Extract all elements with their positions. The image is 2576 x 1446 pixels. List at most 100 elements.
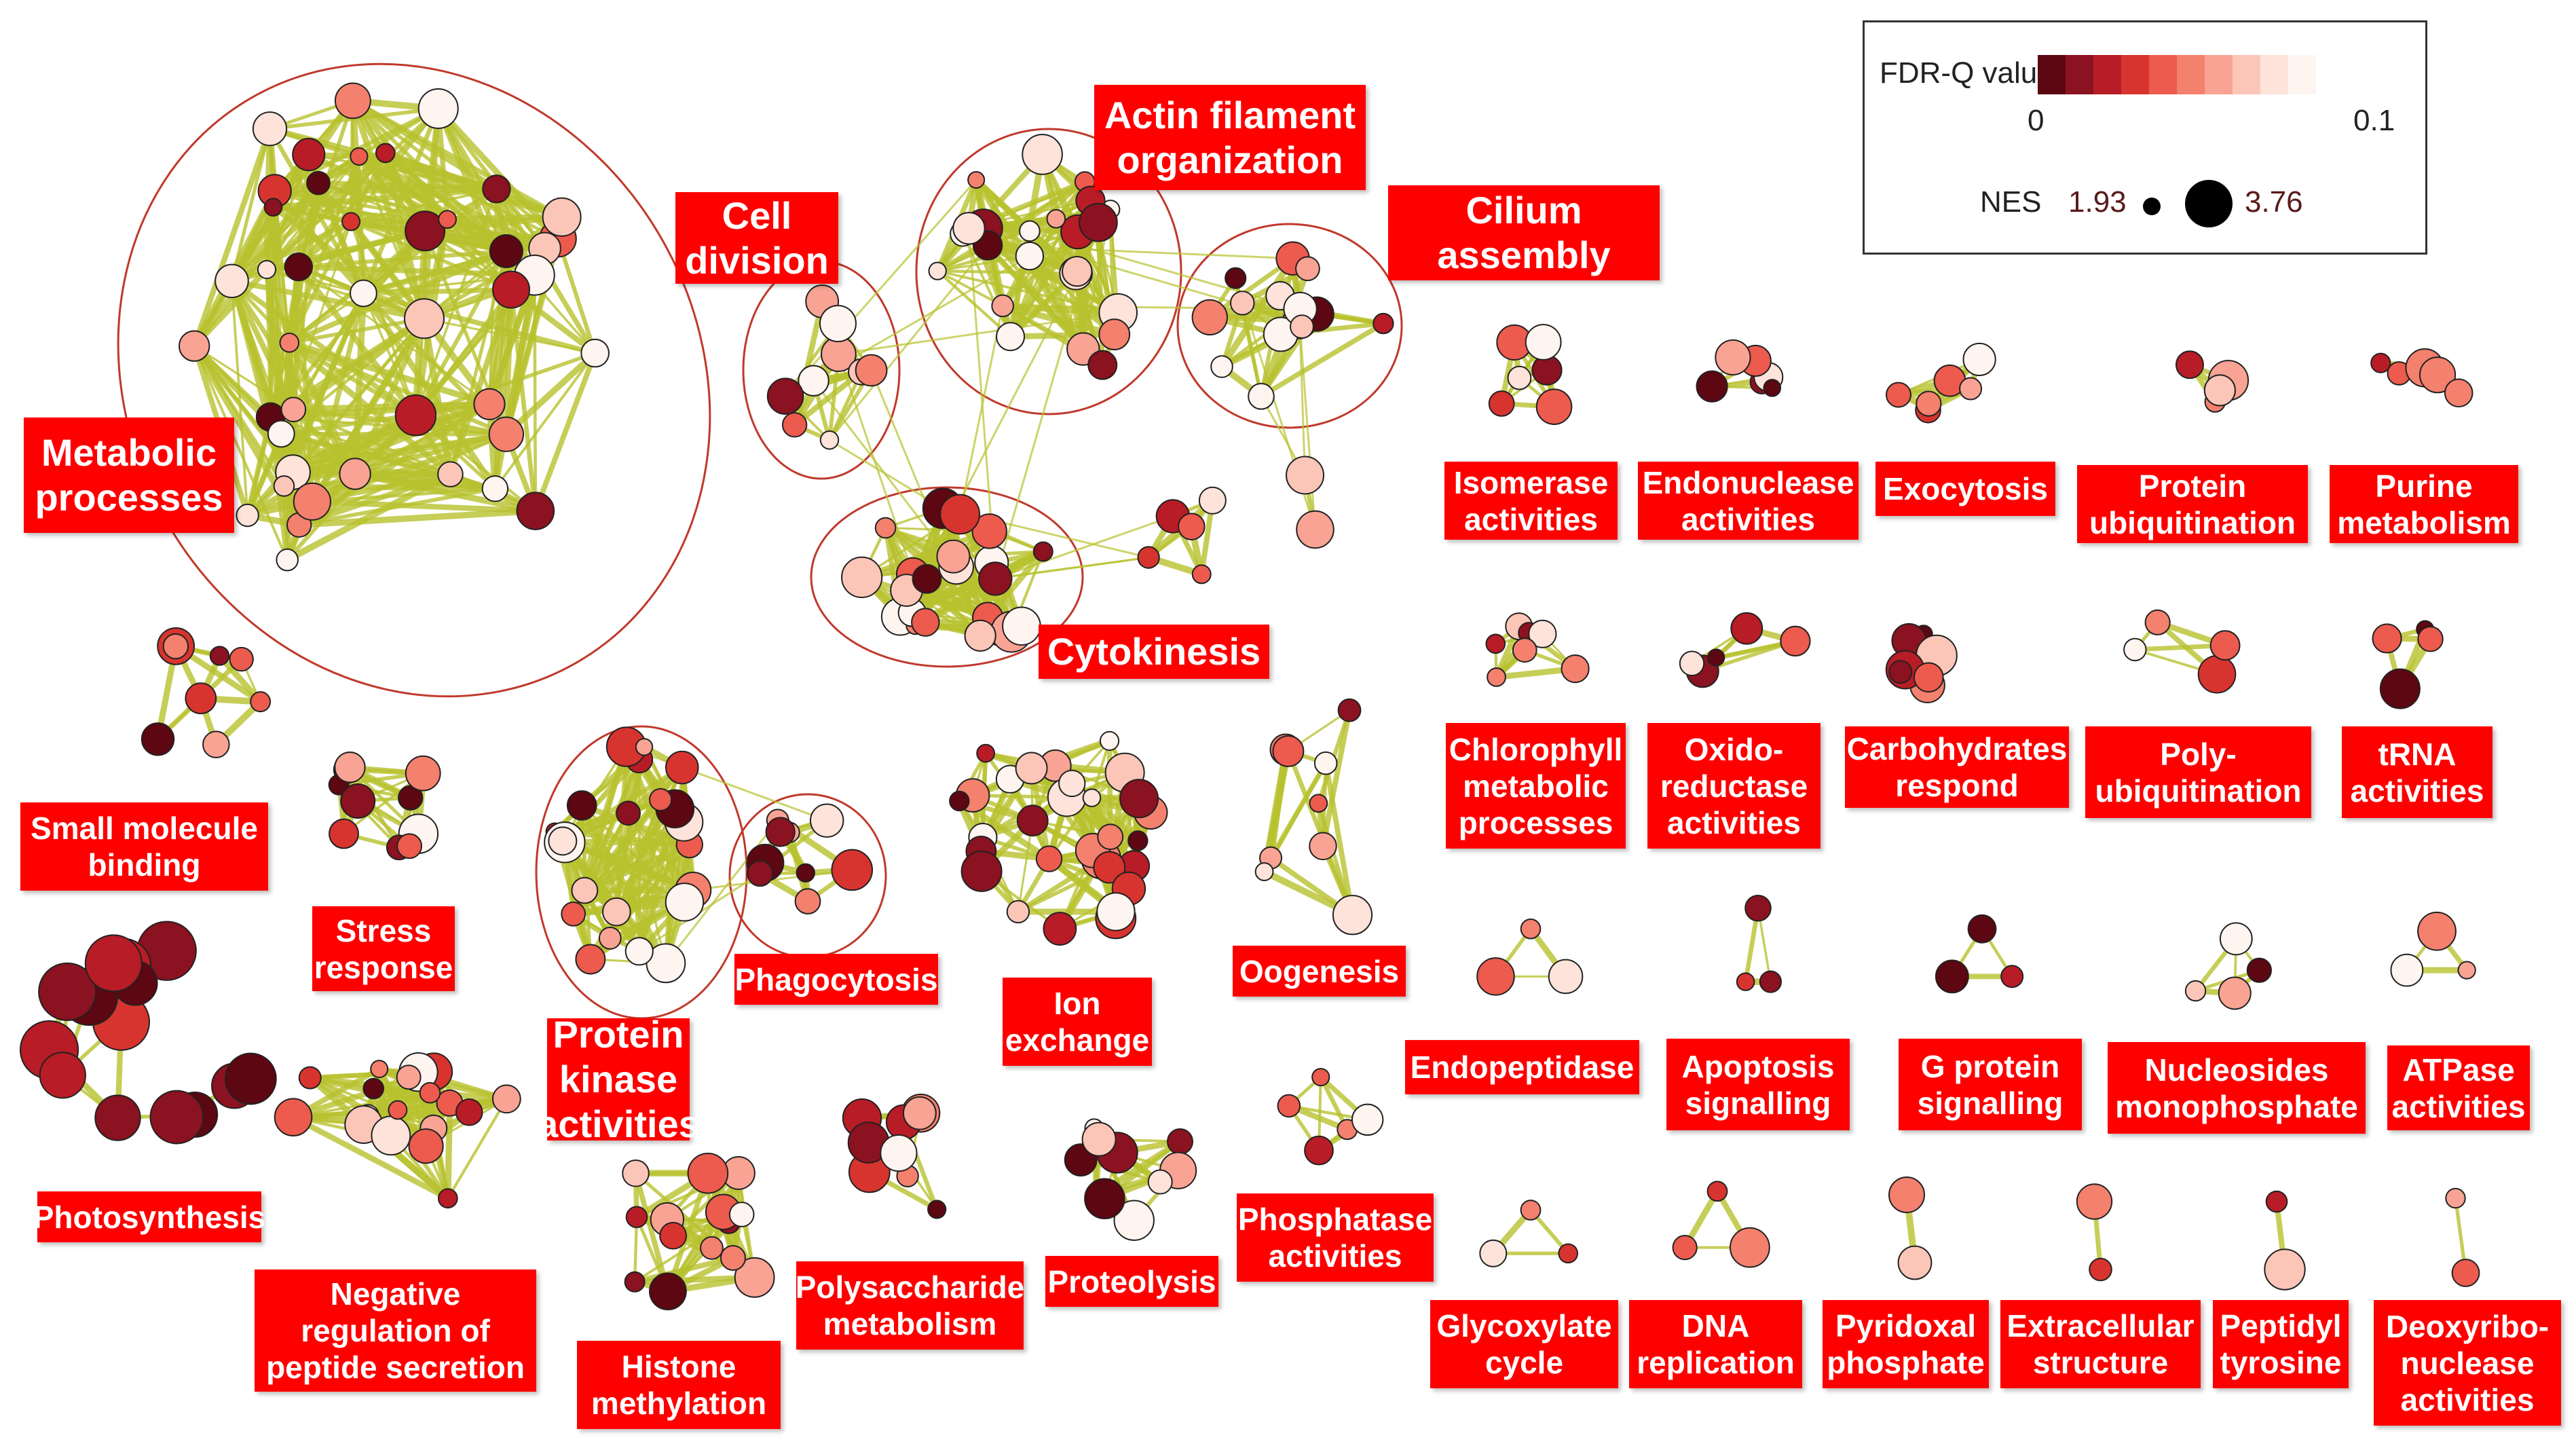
network-node bbox=[1277, 1094, 1301, 1118]
network-edge bbox=[298, 249, 507, 270]
network-node bbox=[1476, 957, 1515, 996]
network-node bbox=[598, 927, 622, 950]
legend-swatch bbox=[2288, 55, 2316, 94]
network-node bbox=[473, 388, 506, 420]
network-node bbox=[624, 937, 654, 966]
network-node bbox=[1488, 390, 1515, 417]
network-node bbox=[1715, 339, 1751, 376]
network-node bbox=[1191, 299, 1228, 336]
network-node bbox=[1332, 895, 1373, 935]
network-node bbox=[1373, 312, 1394, 335]
network-node bbox=[2417, 911, 2457, 951]
network-node bbox=[437, 1188, 458, 1209]
network-node bbox=[257, 259, 277, 280]
network-node bbox=[964, 619, 996, 652]
network-node bbox=[1254, 862, 1274, 881]
network-node bbox=[1967, 914, 1997, 944]
network-node bbox=[1097, 823, 1124, 851]
network-node bbox=[2089, 1257, 2112, 1282]
network-edge bbox=[230, 280, 249, 516]
network-node bbox=[1191, 564, 1212, 585]
network-node bbox=[375, 143, 396, 164]
legend-swatch bbox=[2093, 55, 2121, 94]
network-edge bbox=[508, 289, 538, 512]
network-node bbox=[902, 1096, 937, 1130]
network-node bbox=[687, 1152, 729, 1194]
network-node bbox=[659, 1221, 688, 1250]
network-node bbox=[1935, 959, 1969, 994]
network-node bbox=[2379, 668, 2421, 709]
network-edge bbox=[584, 799, 662, 891]
network-node bbox=[492, 270, 531, 309]
network-edge bbox=[288, 340, 417, 418]
network-node bbox=[766, 377, 804, 415]
network-edge bbox=[556, 238, 597, 354]
network-node bbox=[252, 111, 288, 147]
network-edge bbox=[1320, 709, 1352, 847]
network-node bbox=[1016, 804, 1049, 837]
network-node bbox=[1022, 134, 1063, 175]
network-node bbox=[1487, 667, 1506, 687]
network-node bbox=[1019, 220, 1041, 242]
network-node bbox=[616, 800, 641, 826]
network-node bbox=[1032, 541, 1053, 562]
network-node bbox=[340, 783, 376, 819]
cluster-label-dna-replication: DNA replication bbox=[1629, 1300, 1802, 1388]
network-edges bbox=[46, 97, 2469, 1295]
cluster-label-oxidoreductase: Oxido- reductase activities bbox=[1647, 723, 1821, 849]
network-node bbox=[273, 475, 295, 497]
network-node bbox=[179, 330, 210, 362]
cluster-label-cell-division: Cell division bbox=[675, 192, 838, 284]
network-node bbox=[1006, 900, 1030, 924]
cluster-label-actin: Actin filament organization bbox=[1094, 85, 1366, 190]
network-node bbox=[1015, 752, 1048, 785]
network-node bbox=[819, 305, 857, 343]
network-node bbox=[841, 556, 883, 598]
network-node bbox=[481, 475, 509, 502]
network-edge bbox=[192, 267, 269, 348]
network-node bbox=[396, 833, 423, 859]
network-node bbox=[279, 333, 300, 353]
network-edge bbox=[936, 270, 1012, 338]
network-node bbox=[747, 860, 774, 887]
network-node bbox=[2209, 630, 2241, 661]
network-node bbox=[794, 888, 821, 915]
cluster-label-carbohydrates: Carbohydrates respond bbox=[1845, 726, 2069, 808]
network-node bbox=[419, 1081, 441, 1104]
network-node bbox=[1304, 1135, 1334, 1166]
network-edge bbox=[264, 269, 287, 487]
network-node bbox=[1147, 1169, 1173, 1195]
legend-swatch bbox=[2066, 55, 2093, 94]
network-node bbox=[224, 1052, 277, 1105]
network-node bbox=[1046, 209, 1066, 229]
network-node bbox=[236, 503, 259, 527]
network-edge bbox=[296, 266, 315, 502]
network-edge bbox=[1218, 257, 1296, 369]
network-node bbox=[2444, 378, 2474, 408]
network-node bbox=[263, 198, 283, 217]
network-edge bbox=[362, 293, 417, 416]
network-node bbox=[625, 1206, 648, 1229]
cluster-label-oogenesis: Oogenesis bbox=[1233, 946, 1406, 997]
network-node bbox=[214, 263, 249, 299]
cluster-label-pyridoxal: Pyridoxal phosphate bbox=[1823, 1300, 1989, 1388]
network-node bbox=[1528, 619, 1557, 648]
network-node bbox=[855, 354, 888, 387]
legend-max-label: 0.1 bbox=[2353, 104, 2395, 137]
network-node bbox=[542, 197, 582, 237]
network-node bbox=[298, 1066, 322, 1090]
network-node bbox=[185, 682, 217, 715]
network-node bbox=[1058, 769, 1086, 798]
network-node bbox=[516, 492, 555, 530]
network-node bbox=[2175, 350, 2204, 379]
cluster-label-nucleosides: Nucleosides monophosphate bbox=[2108, 1042, 2366, 1134]
network-node bbox=[408, 1128, 444, 1164]
network-node bbox=[1099, 730, 1120, 752]
network-edge bbox=[291, 316, 426, 413]
network-edge bbox=[582, 746, 629, 891]
cluster-label-negative-reg: Negative regulation of peptide secretion bbox=[255, 1269, 536, 1392]
network-edge bbox=[311, 432, 508, 504]
network-edge bbox=[292, 1114, 449, 1201]
network-edge bbox=[414, 289, 512, 417]
network-edge bbox=[292, 432, 507, 475]
